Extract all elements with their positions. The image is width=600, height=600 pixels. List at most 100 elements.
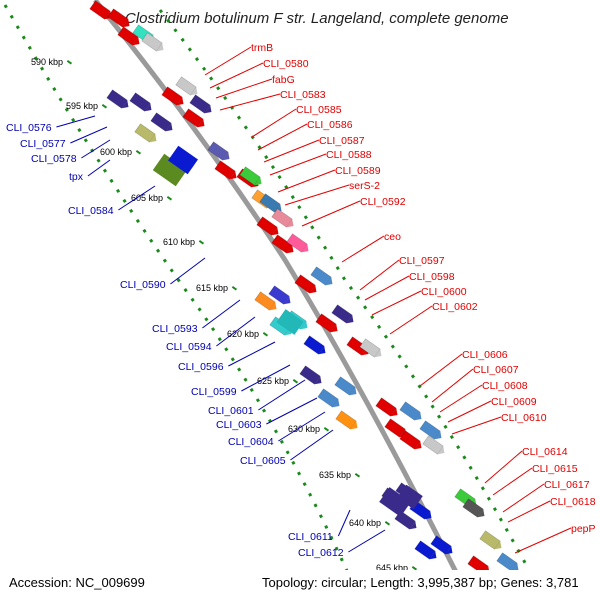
forward-gene-leader [219,93,281,111]
forward-gene-leader [269,153,327,176]
genome-title: Clostridium botulinum F str. Langeland, … [125,10,509,27]
forward-gene-label[interactable]: trmB [251,42,273,54]
gene-block [117,26,140,46]
reverse-gene-label[interactable]: CLI_0611 [288,531,333,543]
reverse-gene-label[interactable]: CLI_0590 [120,279,166,291]
map-tracks [3,0,547,600]
reverse-gene-label[interactable]: CLI_0576 [6,122,52,134]
forward-gene-label[interactable]: CLI_0598 [409,271,455,283]
gene-block [331,304,354,324]
kbp-tick-label: 640 kbp [349,518,381,528]
reverse-gene-leader [290,429,334,461]
kbp-tick-label: 620 kbp [227,329,259,339]
reverse-gene-label[interactable]: CLI_0577 [20,138,66,150]
gene-block [399,401,422,421]
forward-gene-leader [277,169,336,193]
forward-gene-label[interactable]: CLI_0589 [335,165,381,177]
gene-block [259,193,282,213]
forward-gene-label[interactable]: CLI_0617 [544,479,590,491]
reverse-gene-leader [170,257,206,285]
forward-gene-label[interactable]: CLI_0618 [550,496,596,508]
forward-gene-leader [502,483,545,513]
reverse-gene-leader [118,185,156,211]
forward-gene-label[interactable]: CLI_0607 [473,364,519,376]
forward-gene-label[interactable]: CLI_0587 [319,135,365,147]
forward-gene-label[interactable]: CLI_0602 [432,301,478,313]
forward-gene-leader [359,259,400,291]
forward-gene-label[interactable]: CLI_0580 [263,58,309,70]
forward-gene-label[interactable]: CLI_0585 [296,104,342,116]
gene-block-large [397,484,423,510]
gene-block [294,274,317,294]
reverse-gene-label[interactable]: CLI_0601 [208,405,254,417]
kbp-tick-mark [354,473,361,478]
gene-block [189,94,212,114]
kbp-tick-mark [384,521,391,526]
forward-gene-leader [215,78,273,99]
forward-gene-label[interactable]: ceo [384,231,401,243]
forward-gene-label[interactable]: CLI_0586 [307,119,353,131]
kbp-tick-mark [198,240,205,245]
gene-block [268,285,291,305]
gene-block [106,89,129,109]
forward-gene-label[interactable]: serS-2 [349,180,380,192]
kbp-tick-mark [262,332,269,337]
forward-gene-label[interactable]: CLI_0610 [501,412,547,424]
reverse-gene-label[interactable]: CLI_0596 [178,361,224,373]
gene-block [335,410,358,430]
gene-block [271,234,294,254]
reverse-gene-label[interactable]: CLI_0603 [216,419,262,431]
forward-gene-label[interactable]: CLI_0583 [280,89,326,101]
forward-gene-label[interactable]: CLI_0600 [421,286,467,298]
reverse-gene-label[interactable]: CLI_0604 [228,436,274,448]
forward-gene-leader [492,467,533,496]
forward-gene-leader [447,400,492,423]
forward-gene-leader [389,305,433,335]
gene-block [207,141,230,161]
forward-gene-leader [251,108,297,138]
forward-gene-leader [301,200,361,227]
forward-gene-label[interactable]: CLI_0608 [482,380,528,392]
gene-block [334,376,357,396]
reverse-gene-leader [258,379,306,411]
reverse-gene-label[interactable]: CLI_0578 [31,153,77,165]
reverse-gene-label[interactable]: CLI_0599 [191,386,237,398]
forward-gene-label[interactable]: CLI_0597 [399,255,445,267]
kbp-tick-mark [135,150,142,155]
gene-block-large [379,487,411,517]
reverse-gene-label[interactable]: CLI_0605 [240,455,286,467]
gene-block [254,291,277,311]
gene-block-large [276,309,304,335]
forward-gene-label[interactable]: CLI_0614 [522,446,568,458]
gene-block [286,233,309,253]
gene-block-large [152,153,188,187]
gene-block [107,8,130,28]
forward-gene-leader [257,123,308,151]
forward-gene-leader [507,500,551,523]
reverse-gene-leader [266,397,318,425]
forward-gene-label[interactable]: pepP [571,523,596,535]
gene-block [303,335,326,355]
reverse-gene-leader [228,341,276,367]
reverse-gene-label[interactable]: CLI_0594 [166,341,212,353]
reverse-gene-label[interactable]: CLI_0612 [298,547,344,559]
forward-gene-label[interactable]: CLI_0592 [360,196,406,208]
kbp-tick-mark [231,286,238,291]
reverse-gene-leader [70,126,108,144]
reverse-gene-leader [278,411,326,442]
gene-block [399,430,422,450]
forward-gene-label[interactable]: CLI_0615 [532,463,578,475]
reverse-gene-label[interactable]: CLI_0584 [68,205,114,217]
forward-gene-label[interactable]: fabG [272,74,295,86]
gene-features [89,0,519,575]
gene-block [182,108,205,128]
gene-block [141,32,164,52]
reverse-gene-label[interactable]: CLI_0593 [152,323,198,335]
reverse-gene-label[interactable]: tpx [69,171,84,183]
gene-block [271,208,294,228]
forward-gene-label[interactable]: CLI_0588 [326,149,372,161]
forward-gene-label[interactable]: CLI_0606 [462,349,508,361]
forward-gene-label[interactable]: CLI_0609 [491,396,537,408]
forward-gene-leader [263,139,320,163]
